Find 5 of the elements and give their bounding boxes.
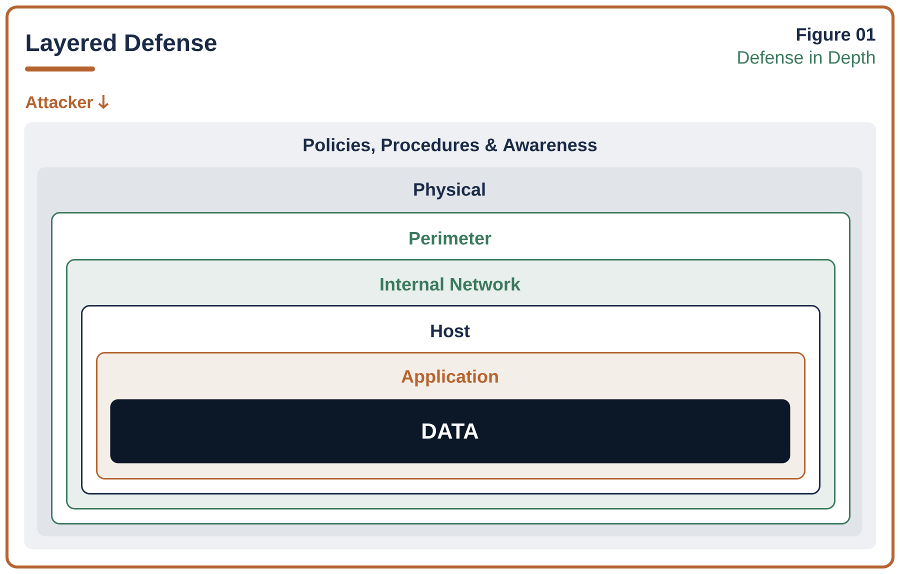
title: Layered Defense	[26, 34, 216, 56]
attacker-label: Attacker	[26, 96, 93, 108]
subtitle: Defense in Depth	[738, 50, 875, 68]
data-box: DATA	[110, 399, 790, 464]
figure-number: Figure 01	[797, 28, 876, 44]
